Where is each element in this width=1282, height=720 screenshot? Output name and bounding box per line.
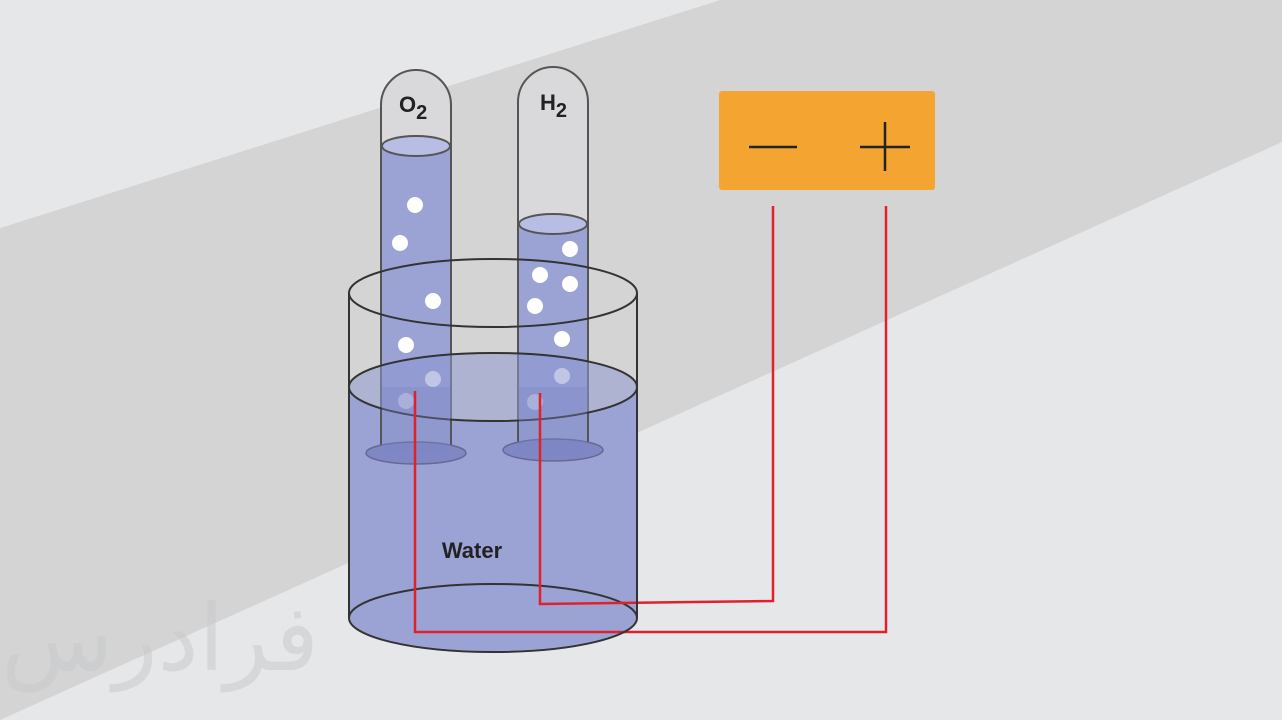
bubble bbox=[527, 298, 543, 314]
wire-negative bbox=[538, 206, 775, 606]
wires bbox=[413, 206, 888, 634]
bubble bbox=[392, 235, 408, 251]
bubble bbox=[425, 293, 441, 309]
tube-hydrogen-label: H2 bbox=[540, 90, 567, 122]
background-light-bottom bbox=[560, 142, 1282, 720]
tube-oxygen-liquid-surface bbox=[381, 135, 451, 157]
bubble bbox=[398, 337, 414, 353]
bubble bbox=[532, 267, 548, 283]
battery-body bbox=[719, 91, 935, 190]
bubble bbox=[562, 241, 578, 257]
tube-oxygen-label: O2 bbox=[399, 92, 427, 124]
tube-hydrogen-liquid-surface bbox=[518, 213, 588, 235]
wire-positive bbox=[413, 206, 888, 634]
beaker-outline bbox=[348, 258, 638, 653]
watermark-text: فرادرس bbox=[1, 585, 319, 693]
battery: — + bbox=[719, 91, 935, 190]
bubble bbox=[562, 276, 578, 292]
beaker-bottom-front bbox=[348, 617, 638, 653]
tube-hydrogen-bottom bbox=[502, 438, 604, 462]
bubble bbox=[554, 331, 570, 347]
water-label: Water bbox=[442, 538, 503, 563]
battery-positive-symbol bbox=[860, 122, 910, 171]
background-light-top bbox=[0, 0, 720, 228]
bubble bbox=[407, 197, 423, 213]
